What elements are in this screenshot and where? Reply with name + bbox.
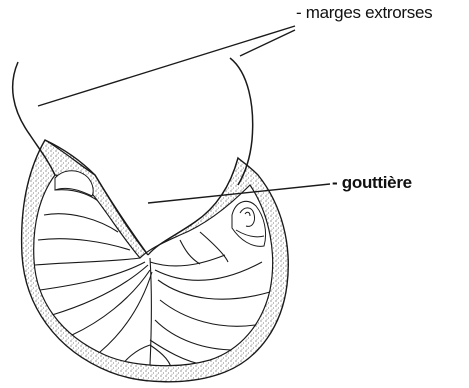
label-gouttiere: - gouttière <box>332 174 412 191</box>
leader-line-marges-1 <box>38 26 295 106</box>
label-marges-extrorses: - marges extrorses <box>296 4 432 21</box>
